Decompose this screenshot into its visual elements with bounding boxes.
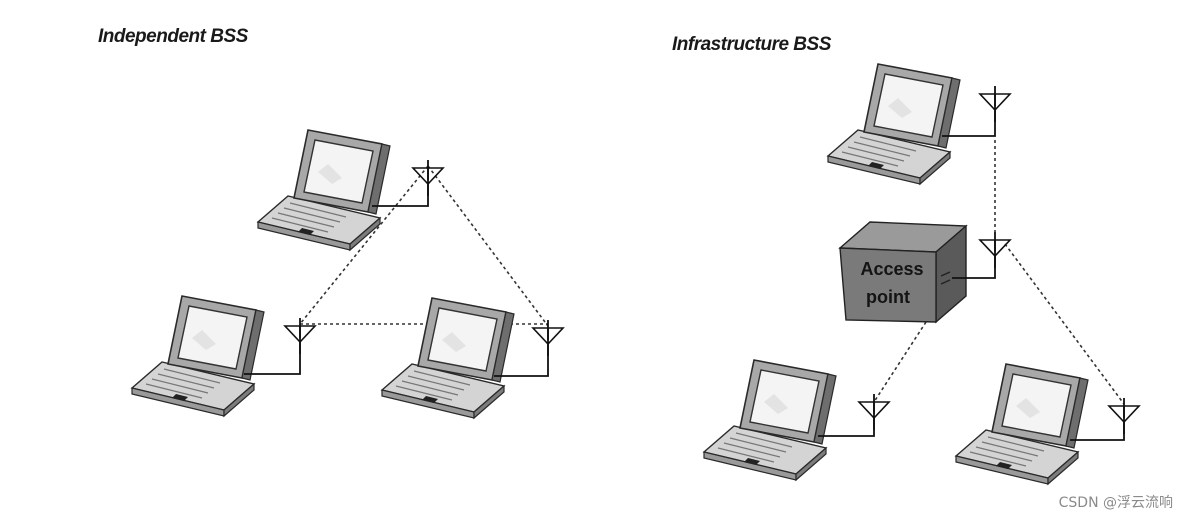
link-top-left	[299, 165, 429, 325]
access-point-box	[838, 221, 1011, 324]
infrastructure-bss-title: Infrastructure BSS	[672, 34, 831, 55]
antenna-top-right	[979, 85, 1011, 123]
access-point-label-line1: Access	[860, 259, 924, 279]
infrastructure-links	[873, 140, 1125, 405]
laptop-bottom-left	[131, 295, 316, 417]
watermark: CSDN @浮云流响	[1058, 495, 1173, 511]
antenna-bottom-right	[532, 319, 564, 357]
laptop-infra-bottom-left	[703, 359, 890, 481]
antenna-bottom-left	[284, 317, 316, 355]
antenna-infra-bottom-left	[858, 393, 890, 431]
laptop-top	[257, 129, 444, 251]
laptop-bottom-right	[381, 297, 564, 419]
access-point-label-line2: point	[866, 287, 910, 307]
link-ap-to-bottom-left	[873, 321, 927, 403]
independent-bss-title: Independent BSS	[98, 26, 248, 47]
antenna-top	[412, 159, 444, 197]
independent-bss-diagram	[131, 129, 564, 419]
antenna-infra-bottom-right	[1108, 397, 1140, 435]
laptop-infra-bottom-right	[955, 363, 1140, 485]
infrastructure-bss-diagram	[703, 63, 1140, 485]
laptop-top-right	[827, 63, 1011, 185]
antenna-access-point	[979, 231, 1011, 269]
